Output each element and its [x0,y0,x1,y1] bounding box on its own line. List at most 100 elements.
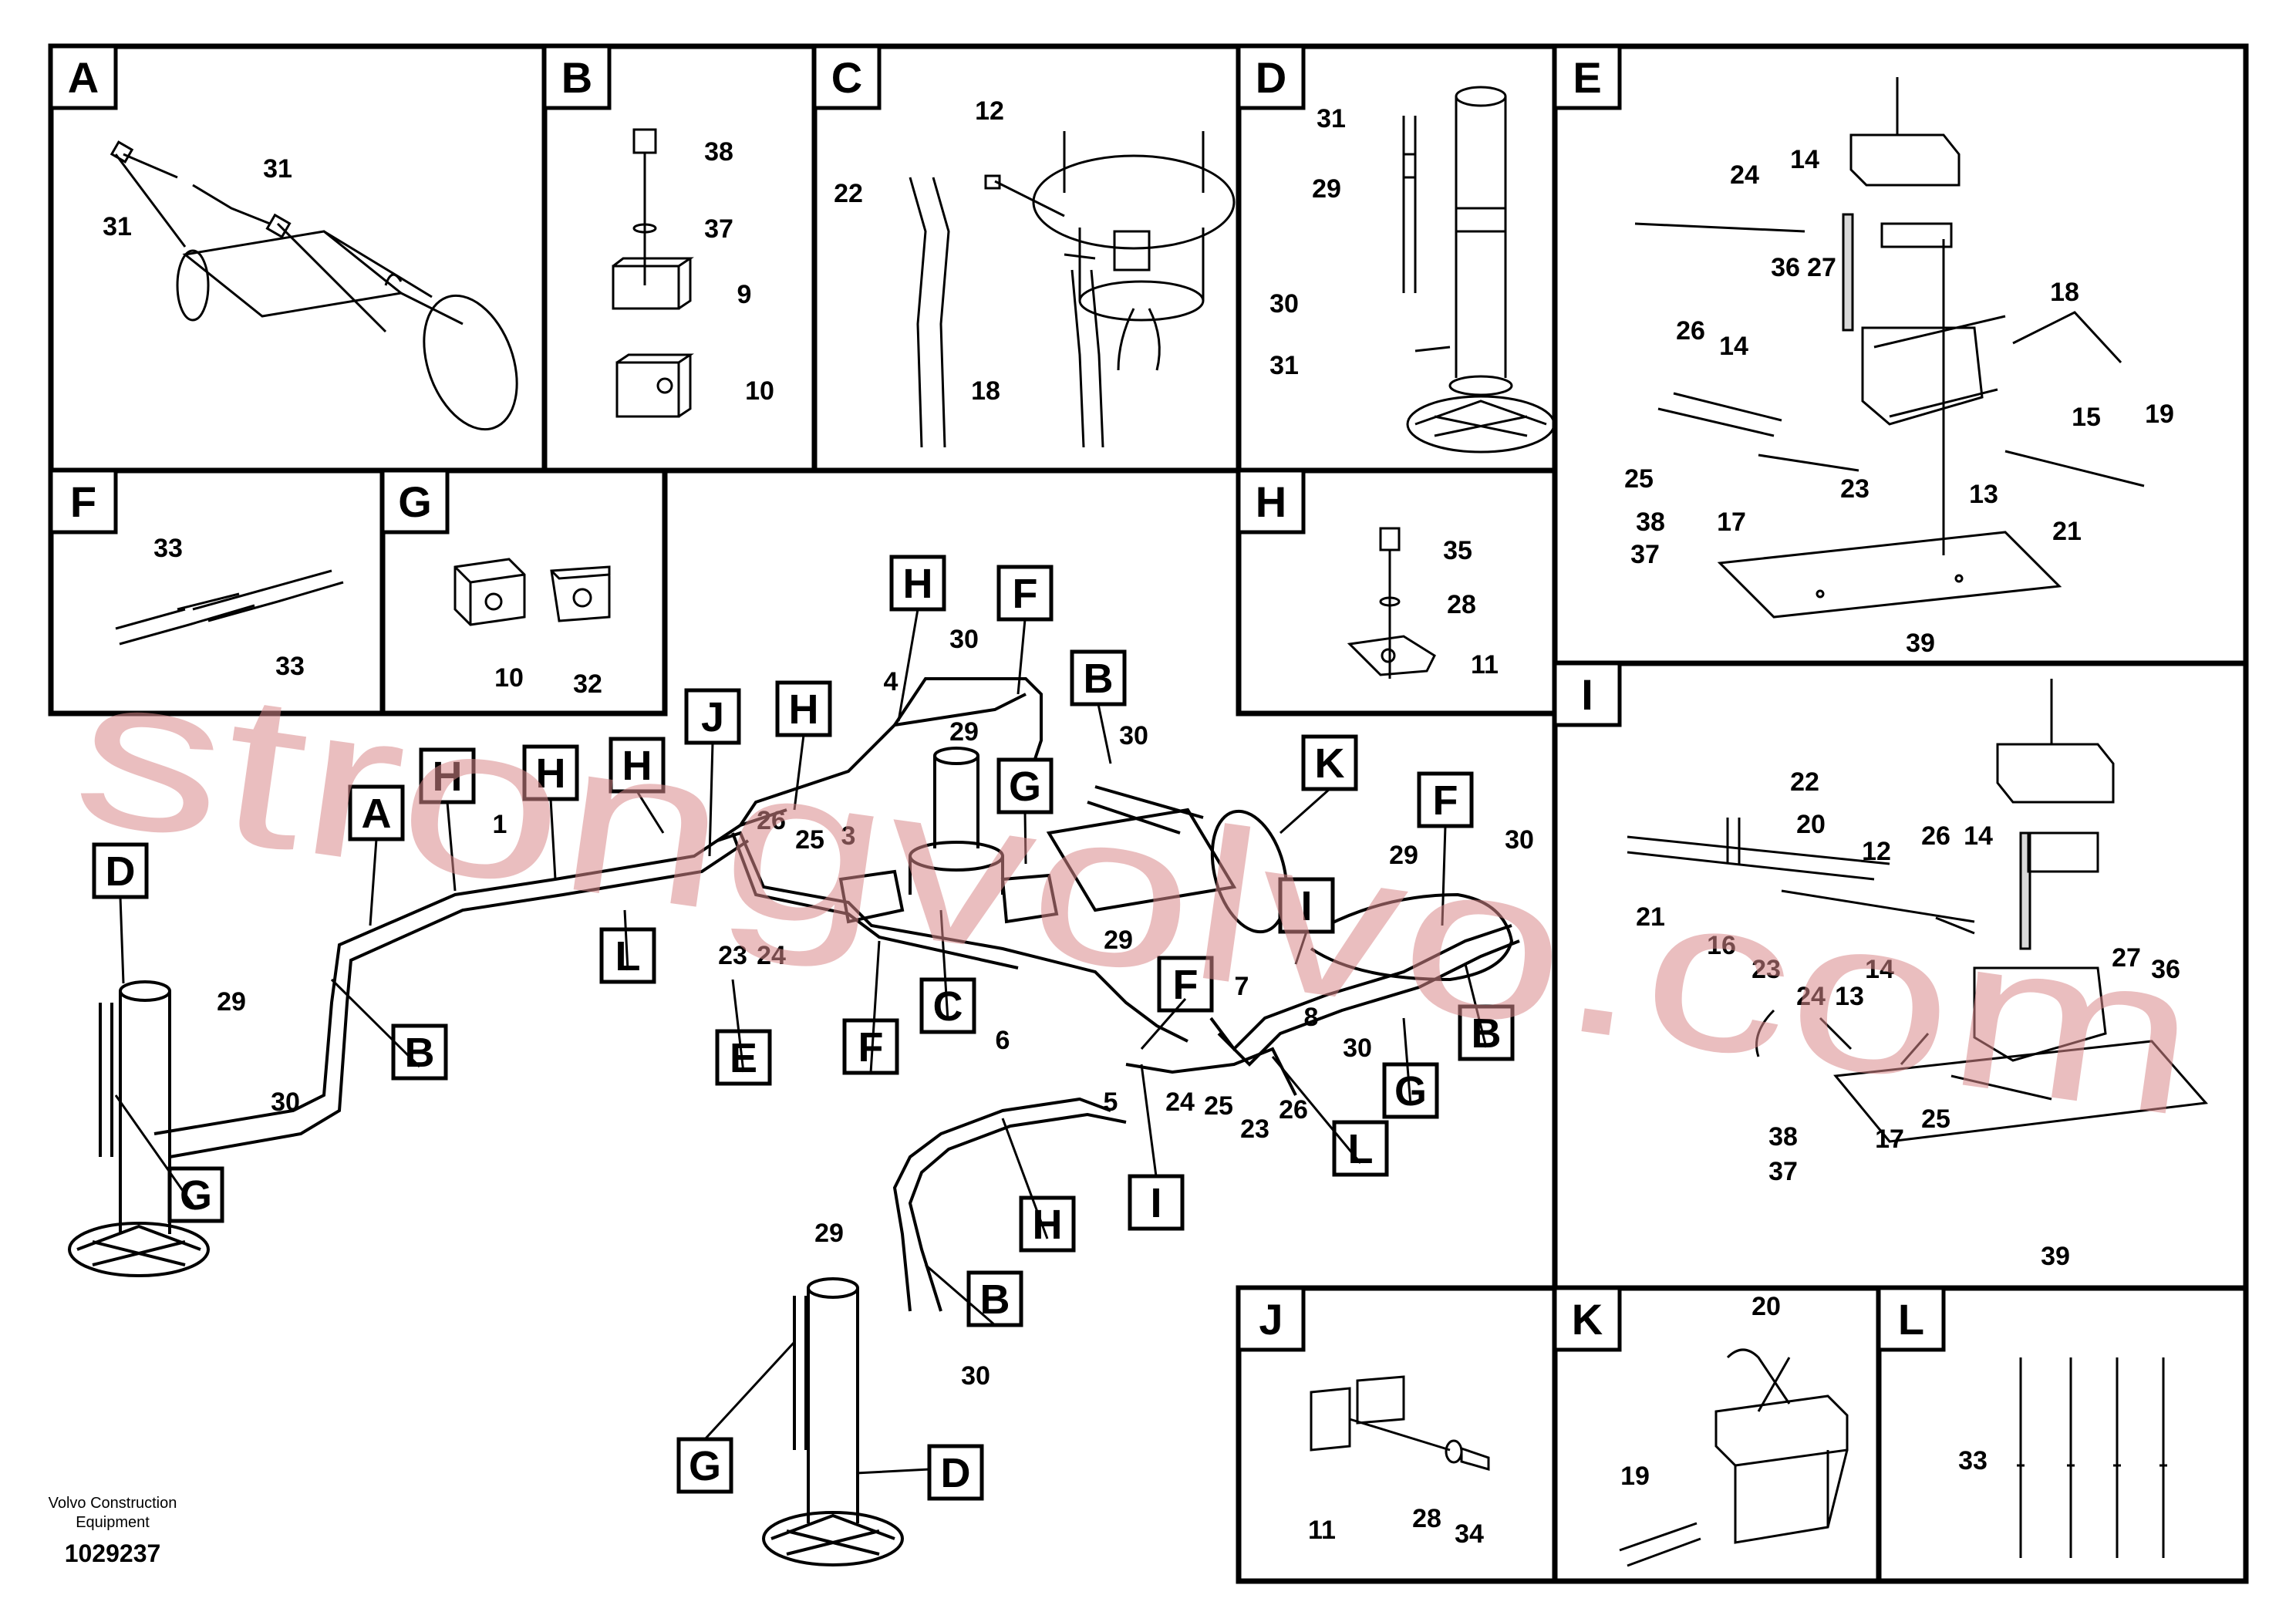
callout-box [1128,1174,1185,1231]
panel-I-part-number: 25 [1921,1104,1950,1134]
callout-label: H [903,561,933,607]
part-number: 4 [884,667,899,696]
callout-label: G [689,1443,721,1489]
callout-label: I [1150,1180,1161,1226]
callout-label: K [1315,740,1345,787]
panel-F-letter: F [70,477,96,526]
panel-K-valve-drawing [1619,1348,1849,1567]
callout-box [927,1444,984,1501]
panel-K-part-number: 20 [1752,1292,1781,1321]
callout-box [996,757,1054,814]
panel-F-coupling-drawing [115,569,344,646]
panel-C-part-number: 18 [971,376,1000,406]
panel-E-part-number: 26 [1676,316,1705,346]
panel-I-part-number: 12 [1862,837,1891,866]
panel-C-letter-box [812,44,882,110]
callout-box [609,737,666,794]
panel-E-part-number: 37 [1630,540,1660,569]
panel-E-frame [1552,43,2249,666]
panel-I-part-number: 14 [1964,821,1993,851]
panel-I-part-number: 26 [1921,821,1950,851]
callout-box [1019,1195,1076,1253]
panel-G-letter: G [398,477,432,526]
panel-G-letter-box [380,468,450,534]
panel-I-part-number: 13 [1835,982,1864,1011]
callout-box [684,688,741,745]
panel-B-part-number: 37 [704,214,733,244]
callout-box [1417,771,1474,828]
part-number: 6 [996,1026,1010,1055]
callout-label: B [405,1030,435,1076]
part-number: 23 [718,941,747,970]
panel-D-part-number: 29 [1312,174,1341,204]
panel-I-part-number: 24 [1796,982,1826,1011]
panel-E-part-number: 39 [1906,629,1935,658]
callout-box [775,680,832,737]
panel-D-letter: D [1256,53,1286,102]
panel-B-clamp-drawing [612,128,694,418]
part-number: 25 [1204,1091,1233,1121]
part-number: 3 [841,821,856,851]
callout-box [419,747,476,804]
watermark: strongvolvo.com [62,626,2212,1163]
panel-E-part-number: 14 [1719,332,1748,361]
panel-I-part-number: 27 [2112,943,2141,973]
panel-E-part-number: 25 [1624,464,1654,494]
part-number: 24 [1165,1088,1195,1117]
panel-C-swivel-drawing [909,131,1236,448]
panel-H-clamp-drawing [1347,527,1436,679]
callout-box [92,842,149,899]
panel-I-part-number: 22 [1790,767,1819,797]
panel-E-part-number: 27 [1807,253,1836,282]
panel-I-part-number: 14 [1865,955,1894,984]
part-number: 29 [217,987,246,1017]
panel-E-letter: E [1573,53,1601,102]
panel-C-part-number: 22 [834,179,863,208]
panel-J-letter-box [1236,1286,1306,1352]
part-number: 30 [961,1361,990,1391]
panel-H-letter-box [1236,468,1306,534]
callout-label: H [789,686,819,733]
part-number: 30 [271,1088,300,1117]
panel-I-letter-box [1553,661,1622,727]
panel-I-part-number: 23 [1752,955,1781,984]
main-area-boundary [1236,713,1558,1581]
part-number: 29 [814,1219,844,1248]
callout-label: H [536,750,566,797]
panel-J-part-number: 28 [1412,1504,1441,1533]
panel-A-letter: A [68,53,99,102]
callout-label: E [730,1035,757,1081]
callout-label: F [1013,571,1038,617]
callout-box [167,1166,224,1223]
part-number: 7 [1235,972,1249,1001]
panel-E-part-number: 14 [1790,145,1819,174]
panel-K-letter: K [1572,1295,1603,1344]
panel-D-letter-box [1236,44,1306,110]
callout-box [391,1023,448,1081]
callout-leaders [114,609,1488,1475]
callout-box [1332,1120,1389,1177]
panel-I-part-number: 36 [2151,955,2180,984]
panel-A-part-number: 31 [263,154,292,184]
panel-A-part-number: 31 [103,212,132,241]
panel-I-letter: I [1581,670,1593,719]
panel-B-part-number: 10 [745,376,774,406]
panel-J-part-number: 11 [1308,1516,1336,1545]
callout-label: G [180,1172,212,1219]
callout-box [348,784,405,841]
panel-A-frame [48,43,548,474]
panel-I-part-number: 20 [1796,810,1826,839]
panel-B-letter-box [542,44,612,110]
callout-box [1458,1004,1515,1061]
panel-D-leg-drawing [1402,86,1556,454]
callout-label: J [701,694,724,740]
panel-E-part-number: 13 [1969,480,1998,509]
panel-B-part-number: 38 [704,137,733,167]
callout-label: I [1300,883,1312,929]
panel-L-letter-box [1876,1286,1946,1352]
panel-L-coupling-drawing [2017,1357,2167,1558]
callout-label: D [941,1450,971,1496]
panel-F-part-number: 33 [153,534,183,563]
callout-box [1157,956,1214,1013]
